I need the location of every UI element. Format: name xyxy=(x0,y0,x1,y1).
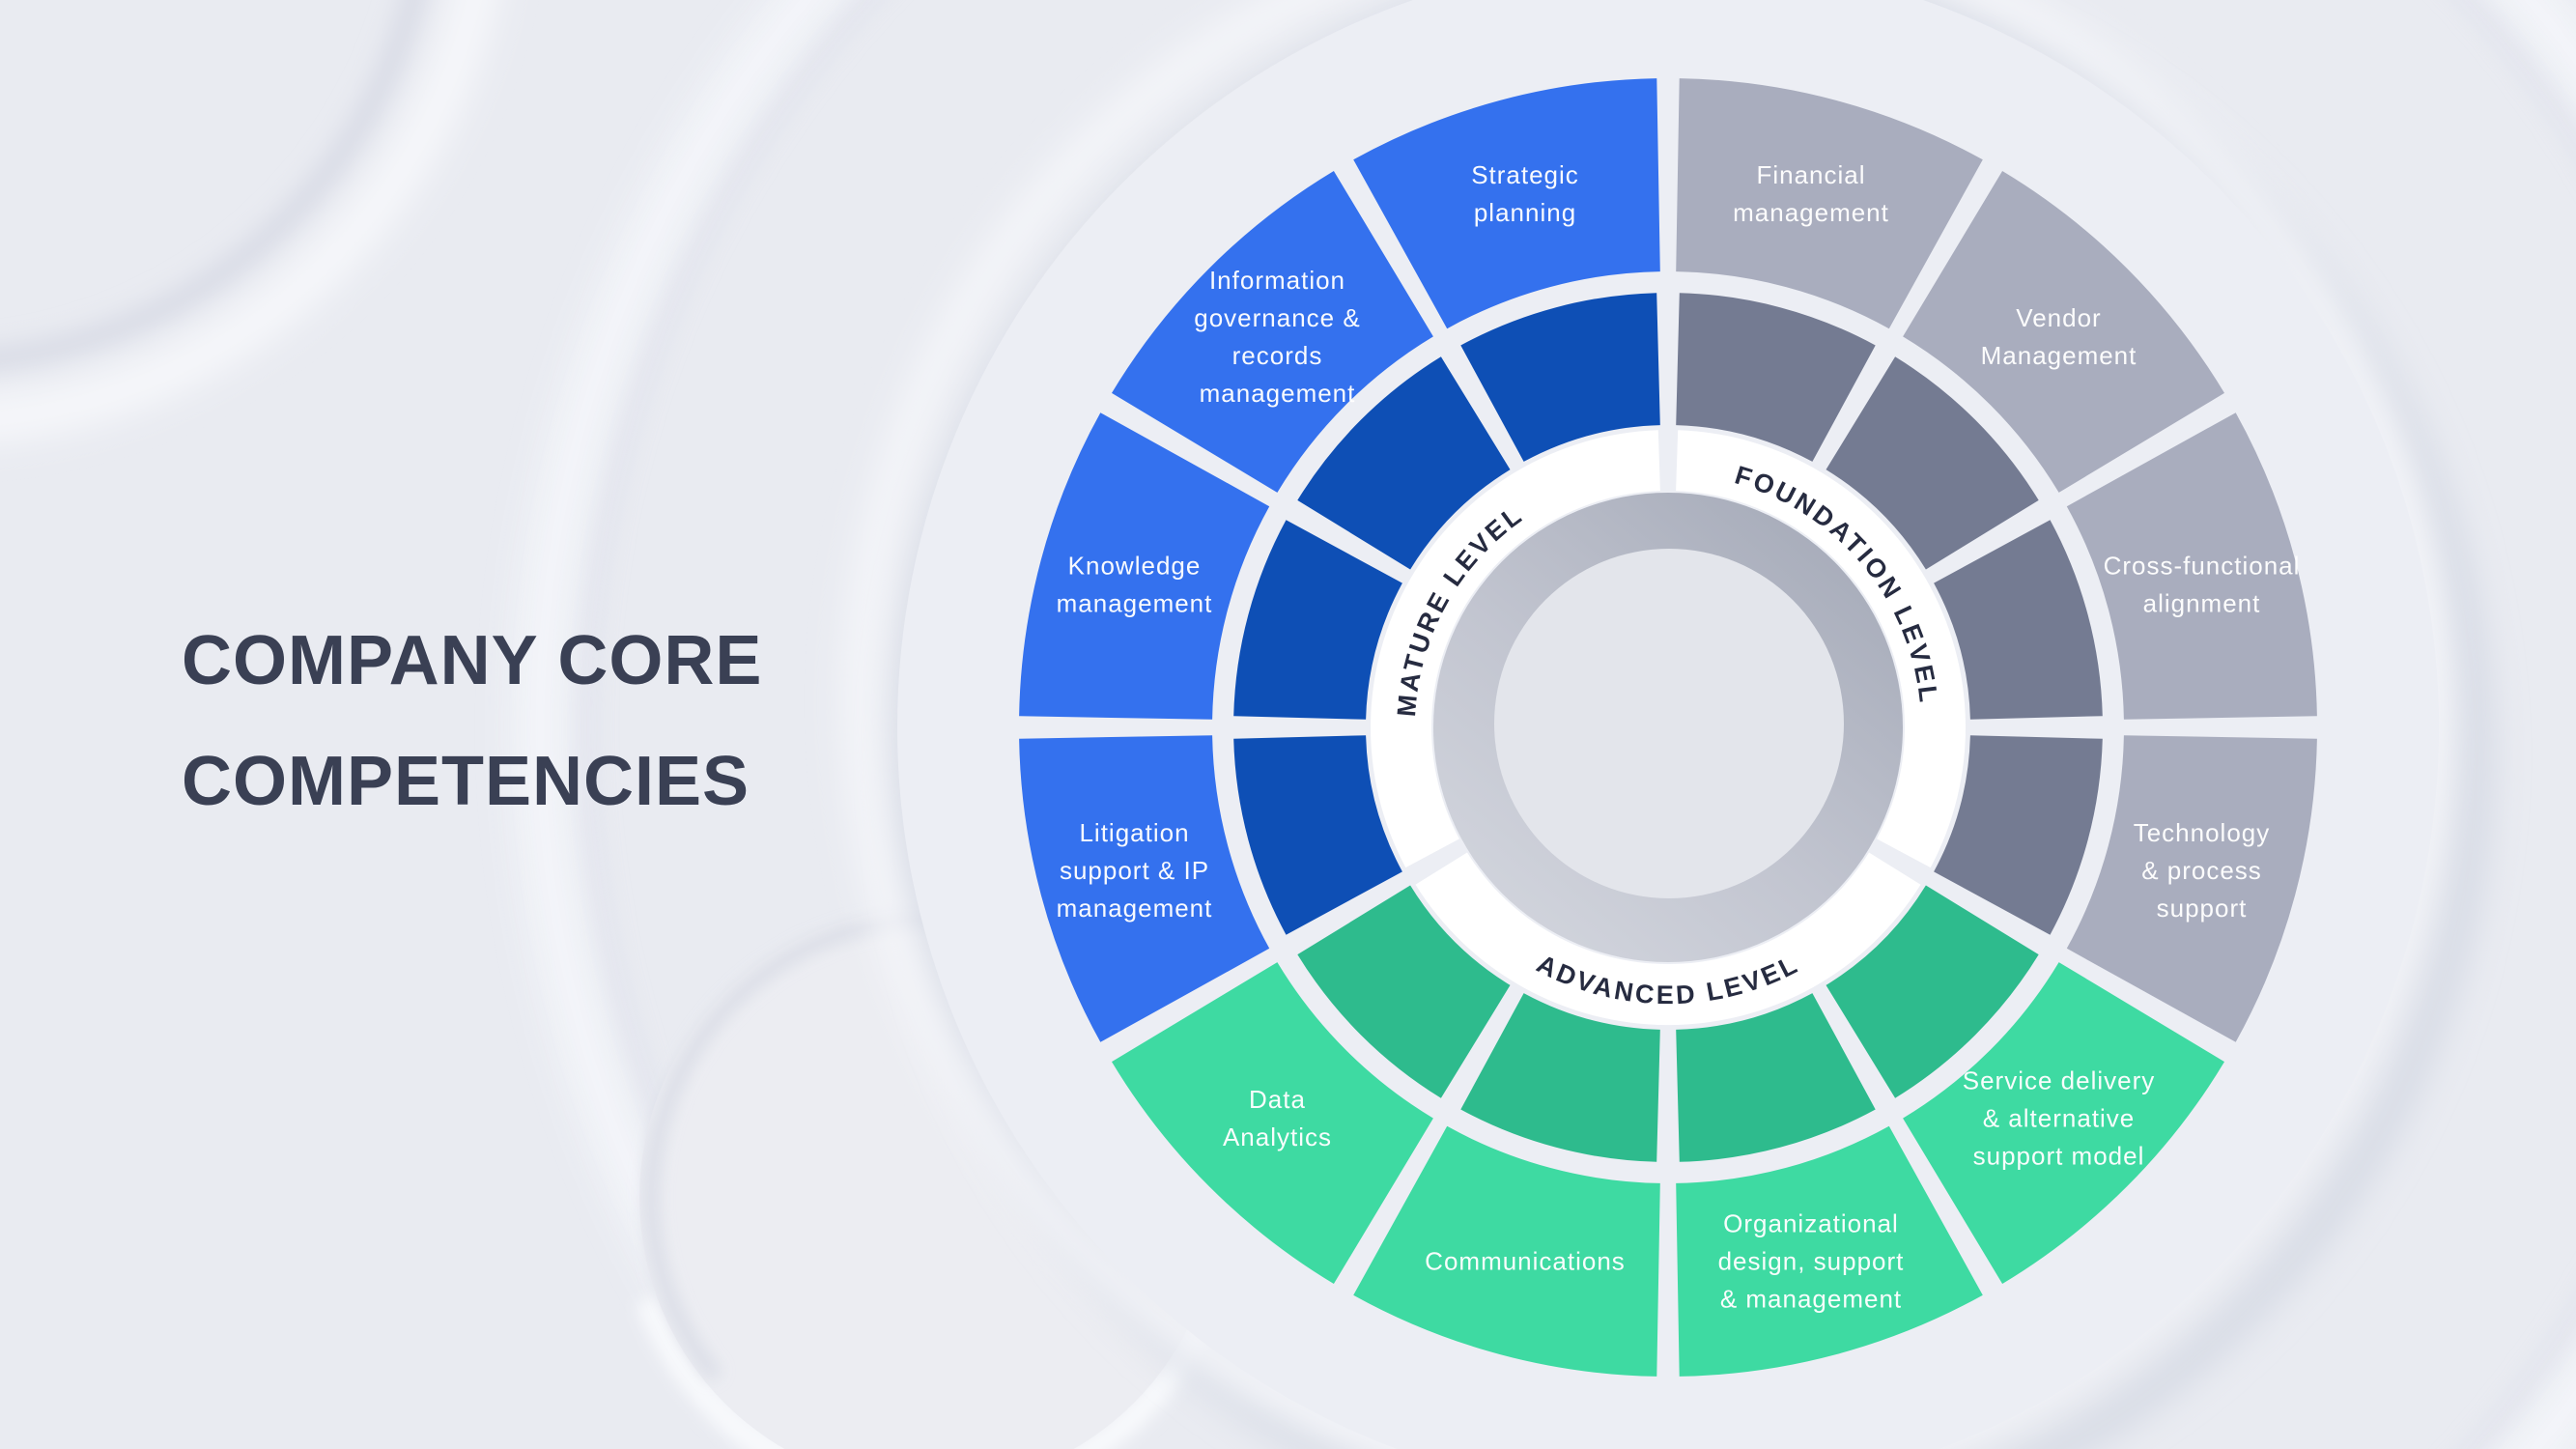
level-ring-foundation xyxy=(1676,430,1967,868)
segment-outer-service-delivery-model xyxy=(1903,962,2224,1284)
segment-outer-data-analytics xyxy=(1112,962,1433,1284)
segment-middle-litigation-support-ip xyxy=(1233,735,1402,935)
bg-giant-ring-shadow xyxy=(575,0,2576,1449)
title-line-1: COMPANY CORE xyxy=(182,622,763,699)
segment-middle-technology-process-support xyxy=(1934,735,2103,935)
segment-middle-service-delivery-model xyxy=(1826,885,2039,1098)
level-ring-mature xyxy=(1370,430,1660,868)
segment-middle-financial-management xyxy=(1676,293,1876,462)
segment-middle-organizational-design xyxy=(1676,993,1876,1162)
segment-label-communications: Communications xyxy=(1425,1247,1626,1276)
level-ring-advanced xyxy=(1415,852,1921,1026)
segment-middle-information-governance xyxy=(1297,356,1511,570)
segment-outer-strategic-planning xyxy=(1353,78,1660,329)
segment-outer-litigation-support-ip xyxy=(1019,735,1270,1042)
segment-middle-cross-functional-alignment xyxy=(1934,520,2103,720)
title-line-2: COMPETENCIES xyxy=(182,743,750,820)
bg-circle-bottom-left-highlight xyxy=(636,1295,1223,1449)
bg-giant-ring-highlight xyxy=(513,0,2576,1449)
page-title: COMPANY CORE COMPETENCIES xyxy=(182,626,762,816)
segment-middle-strategic-planning xyxy=(1460,293,1660,462)
segment-outer-information-governance xyxy=(1112,171,1433,493)
segment-outer-vendor-management xyxy=(1903,171,2224,493)
segment-outer-cross-functional-alignment xyxy=(2066,412,2317,720)
segment-outer-organizational-design xyxy=(1676,1125,1983,1377)
segment-outer-technology-process-support xyxy=(2066,735,2317,1042)
segment-middle-data-analytics xyxy=(1297,885,1511,1098)
segment-outer-knowledge-management xyxy=(1019,412,1270,720)
wheel-center-inner xyxy=(1494,549,1844,898)
segment-outer-financial-management xyxy=(1676,78,1983,329)
segment-outer-communications xyxy=(1353,1125,1660,1377)
segment-middle-knowledge-management xyxy=(1233,520,1402,720)
bg-circle-bottom-left-inset xyxy=(643,912,979,1382)
segment-middle-communications xyxy=(1460,993,1660,1162)
segment-middle-vendor-management xyxy=(1826,356,2039,570)
